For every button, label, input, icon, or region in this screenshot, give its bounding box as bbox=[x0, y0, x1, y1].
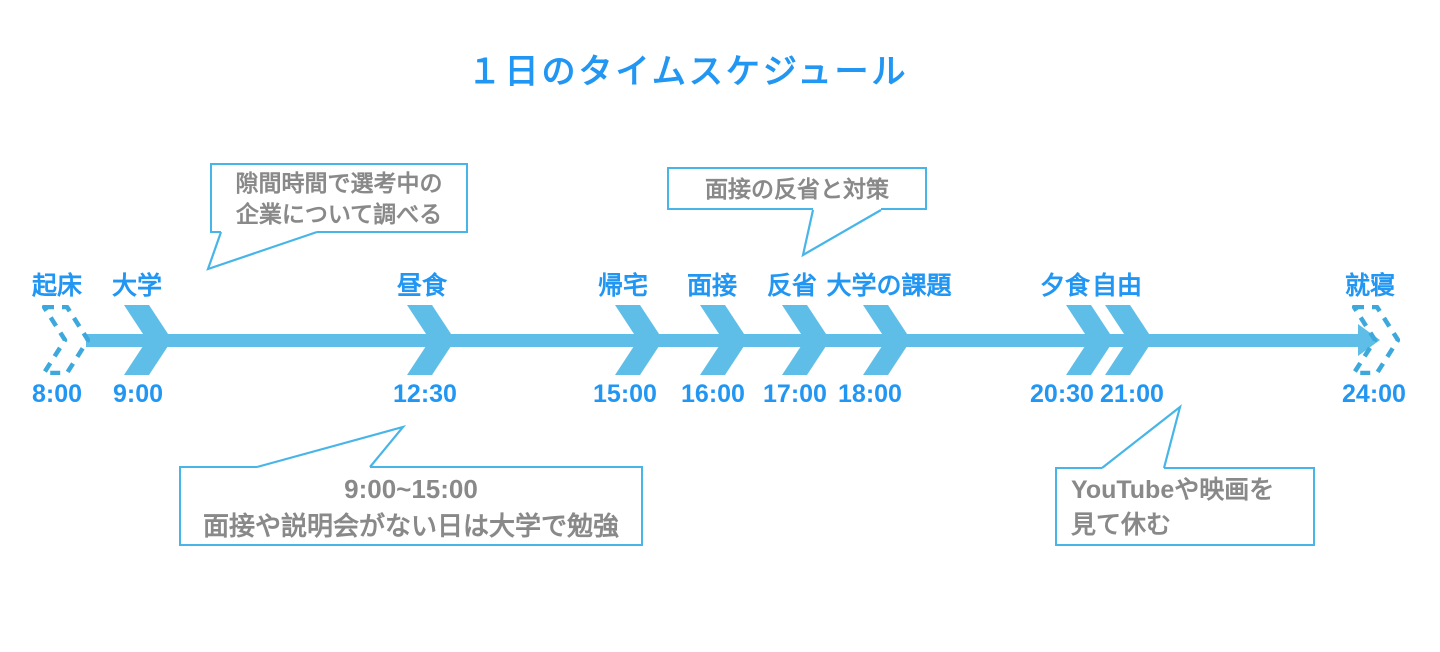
timeline-arrowhead-icon bbox=[1358, 324, 1380, 356]
chevron-icon bbox=[407, 305, 455, 375]
event-time: 18:00 bbox=[838, 380, 902, 408]
event-label: 起床 bbox=[31, 272, 83, 300]
event-label: 夕食 bbox=[1039, 272, 1091, 300]
event-label: 自由 bbox=[1091, 272, 1143, 300]
event-time: 8:00 bbox=[31, 380, 83, 408]
event-time: 21:00 bbox=[1100, 380, 1164, 408]
event-label: 就寝 bbox=[1344, 272, 1396, 300]
event-time: 20:30 bbox=[1030, 380, 1094, 408]
callout-text: 9:00~15:00 bbox=[344, 474, 478, 504]
dashed-chevron-icon bbox=[1352, 305, 1400, 375]
callout-box: 面接の反省と対策 bbox=[667, 167, 927, 210]
event-label: 反省 bbox=[766, 272, 818, 300]
event-time: 12:30 bbox=[393, 380, 457, 408]
callout-text: YouTubeや映画を bbox=[1071, 476, 1275, 504]
callout-tail-icon bbox=[256, 425, 407, 471]
callout-box: YouTubeや映画を 見て休む bbox=[1055, 467, 1315, 546]
chevron-icon bbox=[782, 305, 830, 375]
event-time: 24:00 bbox=[1342, 380, 1406, 408]
callout-text: 面接や説明会がない日は大学で勉強 bbox=[202, 511, 619, 541]
chevron-icon bbox=[1066, 305, 1114, 375]
callout-text: 隙間時間で選考中の bbox=[235, 170, 443, 196]
chevron-icon bbox=[1105, 305, 1153, 375]
event-time: 17:00 bbox=[763, 380, 827, 408]
chevron-icon bbox=[700, 305, 748, 375]
callout-text: 面接の反省と対策 bbox=[705, 176, 889, 202]
callout-text: 見て休む bbox=[1071, 511, 1172, 539]
chevron-icon bbox=[863, 305, 911, 375]
event-label: 大学 bbox=[111, 272, 163, 300]
event-time: 15:00 bbox=[593, 380, 657, 408]
callout-box: 9:00~15:00 面接や説明会がない日は大学で勉強 bbox=[179, 466, 643, 546]
event-label: 大学の課題 bbox=[826, 272, 952, 300]
chevron-icon bbox=[124, 305, 172, 375]
event-label: 面接 bbox=[686, 272, 738, 300]
event-time: 9:00 bbox=[112, 380, 164, 408]
page-title: １日のタイムスケジュール bbox=[467, 53, 909, 91]
callout-text: 企業について調べる bbox=[235, 201, 443, 227]
callout-tail-icon bbox=[1101, 404, 1182, 472]
event-label: 帰宅 bbox=[597, 272, 649, 300]
callout-tail-icon bbox=[801, 207, 882, 258]
callout-box: 隙間時間で選考中の 企業について調べる bbox=[210, 163, 468, 233]
chevron-icon bbox=[615, 305, 663, 375]
event-label: 昼食 bbox=[396, 272, 448, 300]
dashed-chevron-icon bbox=[42, 305, 90, 375]
callout-tail-icon bbox=[206, 230, 318, 271]
event-time: 16:00 bbox=[681, 380, 745, 408]
